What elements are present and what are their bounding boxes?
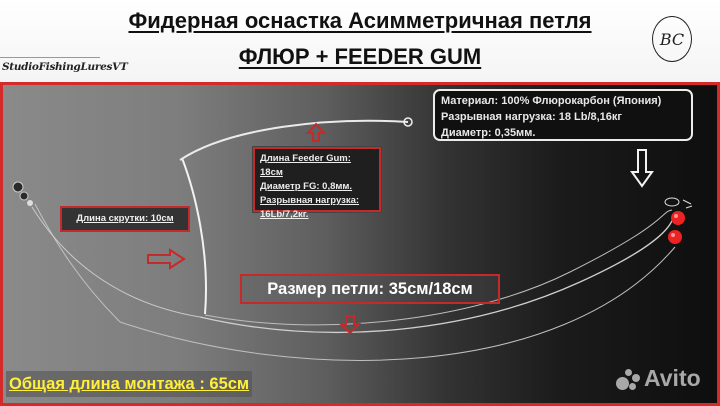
page-title-line-2: ФЛЮР + FEEDER GUM [238,44,482,69]
total-length-label: Общая длина монтажа : 65см [6,371,253,397]
breaking-load-label: Разрывная нагрузка: 18 Lb/8,16кг [441,111,623,123]
twist-length-label: Длина скрутки: 10см [60,206,190,232]
arrow-down-white-icon [630,149,654,188]
material-label: Материал: 100% Флюрокарбон (Япония) [441,95,662,107]
avito-text: Avito [644,365,701,391]
avito-watermark: Avito [616,365,701,392]
brand-logo-icon: BC [652,16,692,62]
header: Фидерная оснастка Асимметричная петля ФЛ… [0,0,720,82]
clip-icon [664,197,693,209]
brand-divider [0,57,100,58]
material-specs-box: Материал: 100% Флюрокарбон (Япония) Разр… [433,89,693,141]
brand-label: StudioFishingLuresVT [2,61,128,73]
fg-length-label: Длина Feeder Gum: 18см [260,153,351,178]
diameter-label: Диаметр: 0,35мм. [441,127,536,139]
product-photo: Материал: 100% Флюрокарбон (Япония) Разр… [0,82,720,406]
avito-dots-icon [616,368,640,390]
fg-diameter-label: Диаметр FG: 0,8мм. [260,181,353,192]
arrow-up-icon [305,122,327,142]
feeder-gum-specs-box: Длина Feeder Gum: 18см Диаметр FG: 0,8мм… [253,147,381,220]
loop-size-label: Размер петли: 35см/18см [240,274,500,304]
rig-lines-illustration [12,117,693,361]
page-title-line-1: Фидерная оснастка Асимметричная петля [128,8,592,33]
fg-breaking-load-value: 16Lb/7,2кг. [260,209,309,220]
swivel-icon [12,181,33,206]
fg-breaking-load-label: Разрывная нагрузка: [260,195,360,206]
arrow-right-icon [147,248,186,270]
arrow-down-icon [338,315,362,335]
